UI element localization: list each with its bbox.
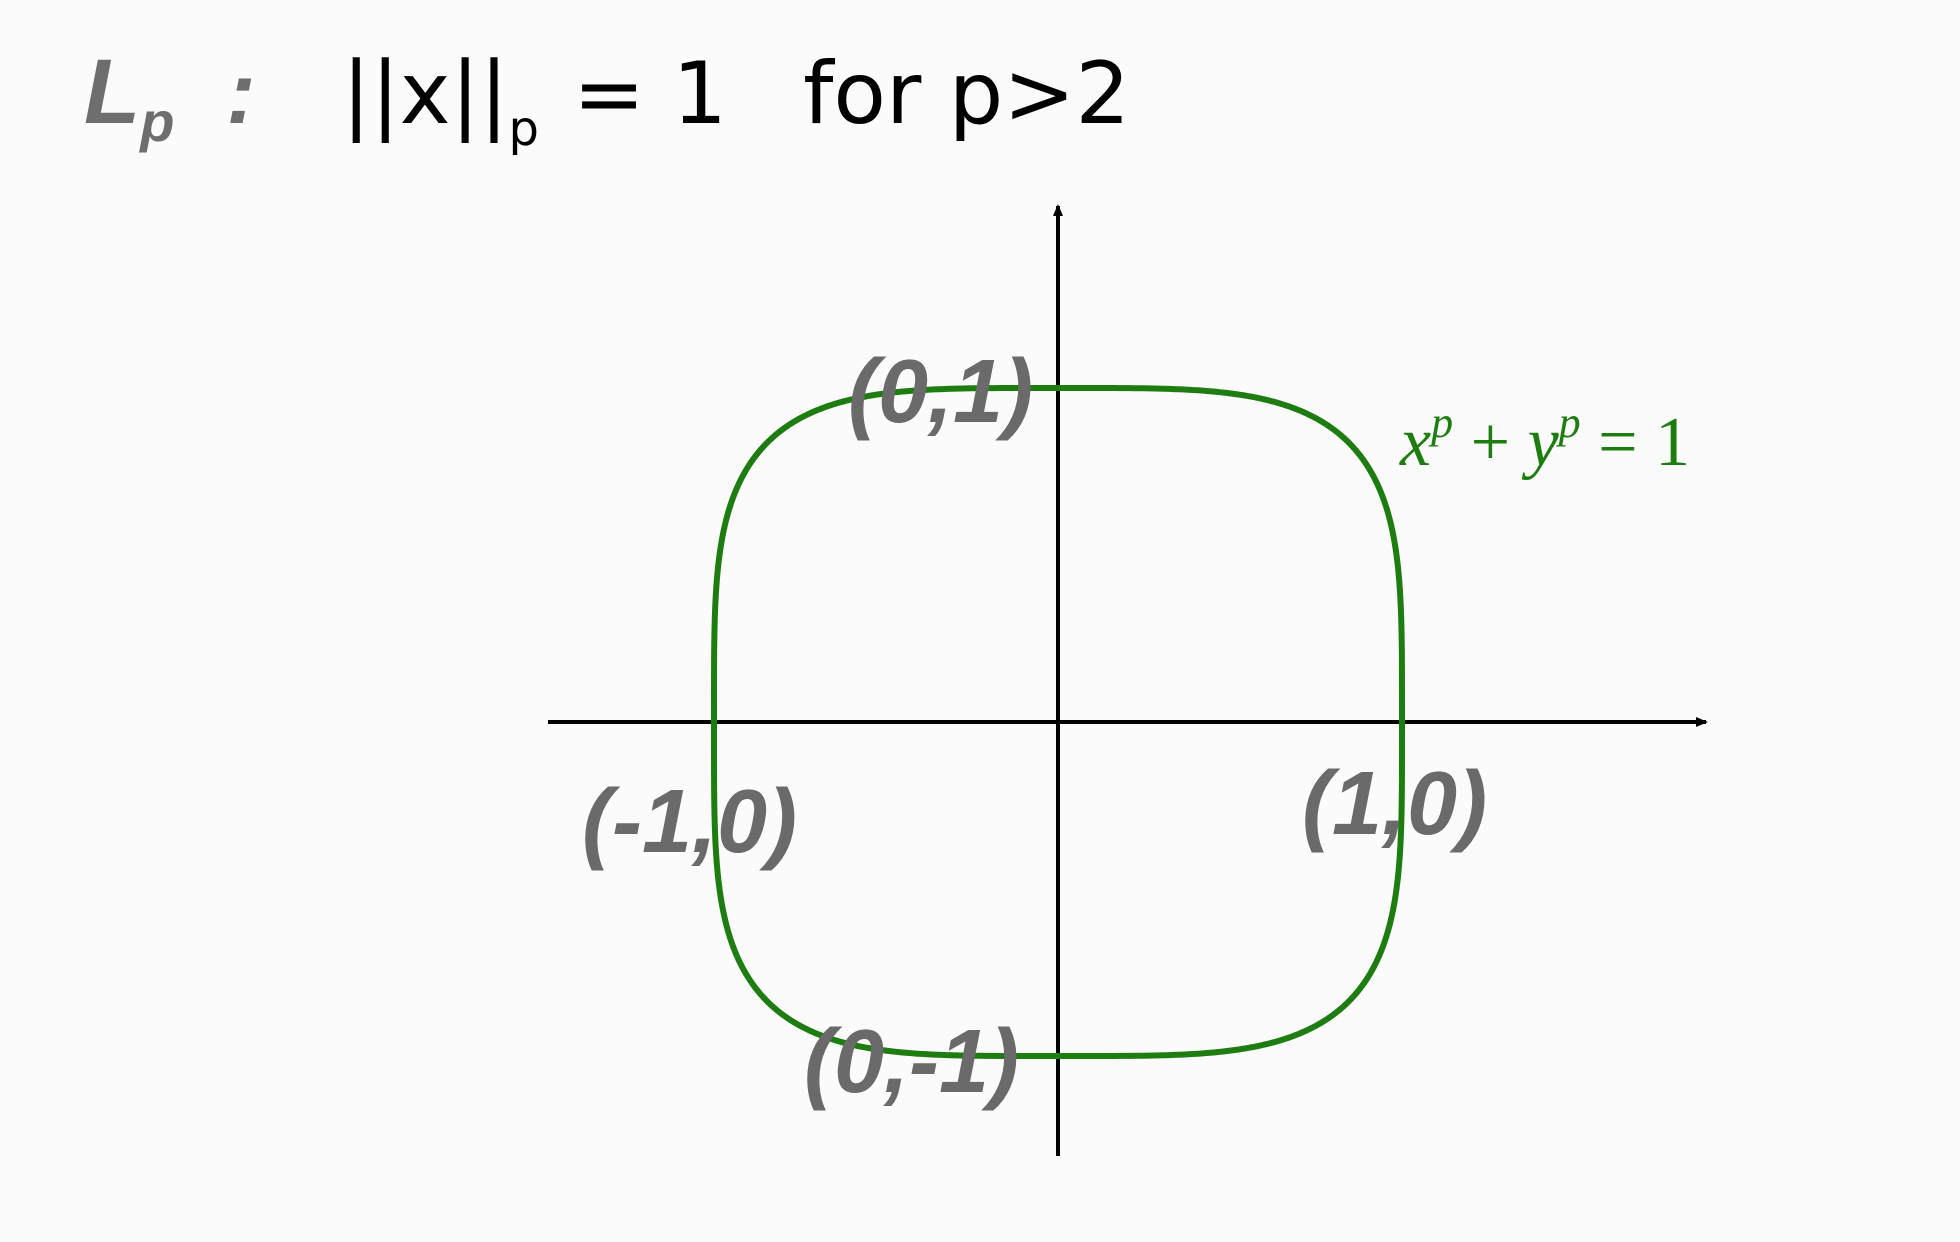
norm-subscript: p: [508, 101, 539, 157]
eq-x: x: [1399, 404, 1431, 481]
curve-equation: xp + yp = 1: [1399, 398, 1690, 481]
title-condition: for p>2: [803, 44, 1131, 144]
lp-symbol: Lp: [84, 41, 175, 153]
point-label-right: (1,0): [1302, 754, 1487, 854]
eq-exp-1: p: [1428, 398, 1453, 447]
eq-exp-2: p: [1556, 398, 1581, 447]
point-label-top: (0,1): [848, 342, 1033, 442]
point-label-bottom: (0,-1): [804, 1012, 1019, 1112]
norm-equals-one: = 1: [573, 44, 728, 144]
eq-y: y: [1522, 404, 1560, 481]
lp-subscript: p: [140, 90, 175, 153]
point-label-left: (-1,0): [582, 772, 797, 872]
slide-title: Lp : ||x||p = 1 for p>2: [84, 40, 1130, 160]
eq-plus: +: [1453, 404, 1527, 481]
norm-expression: ||x||p: [341, 44, 539, 157]
lp-unit-curve: [710, 384, 1406, 1060]
eq-rhs: = 1: [1581, 404, 1690, 481]
title-colon: :: [226, 43, 256, 142]
